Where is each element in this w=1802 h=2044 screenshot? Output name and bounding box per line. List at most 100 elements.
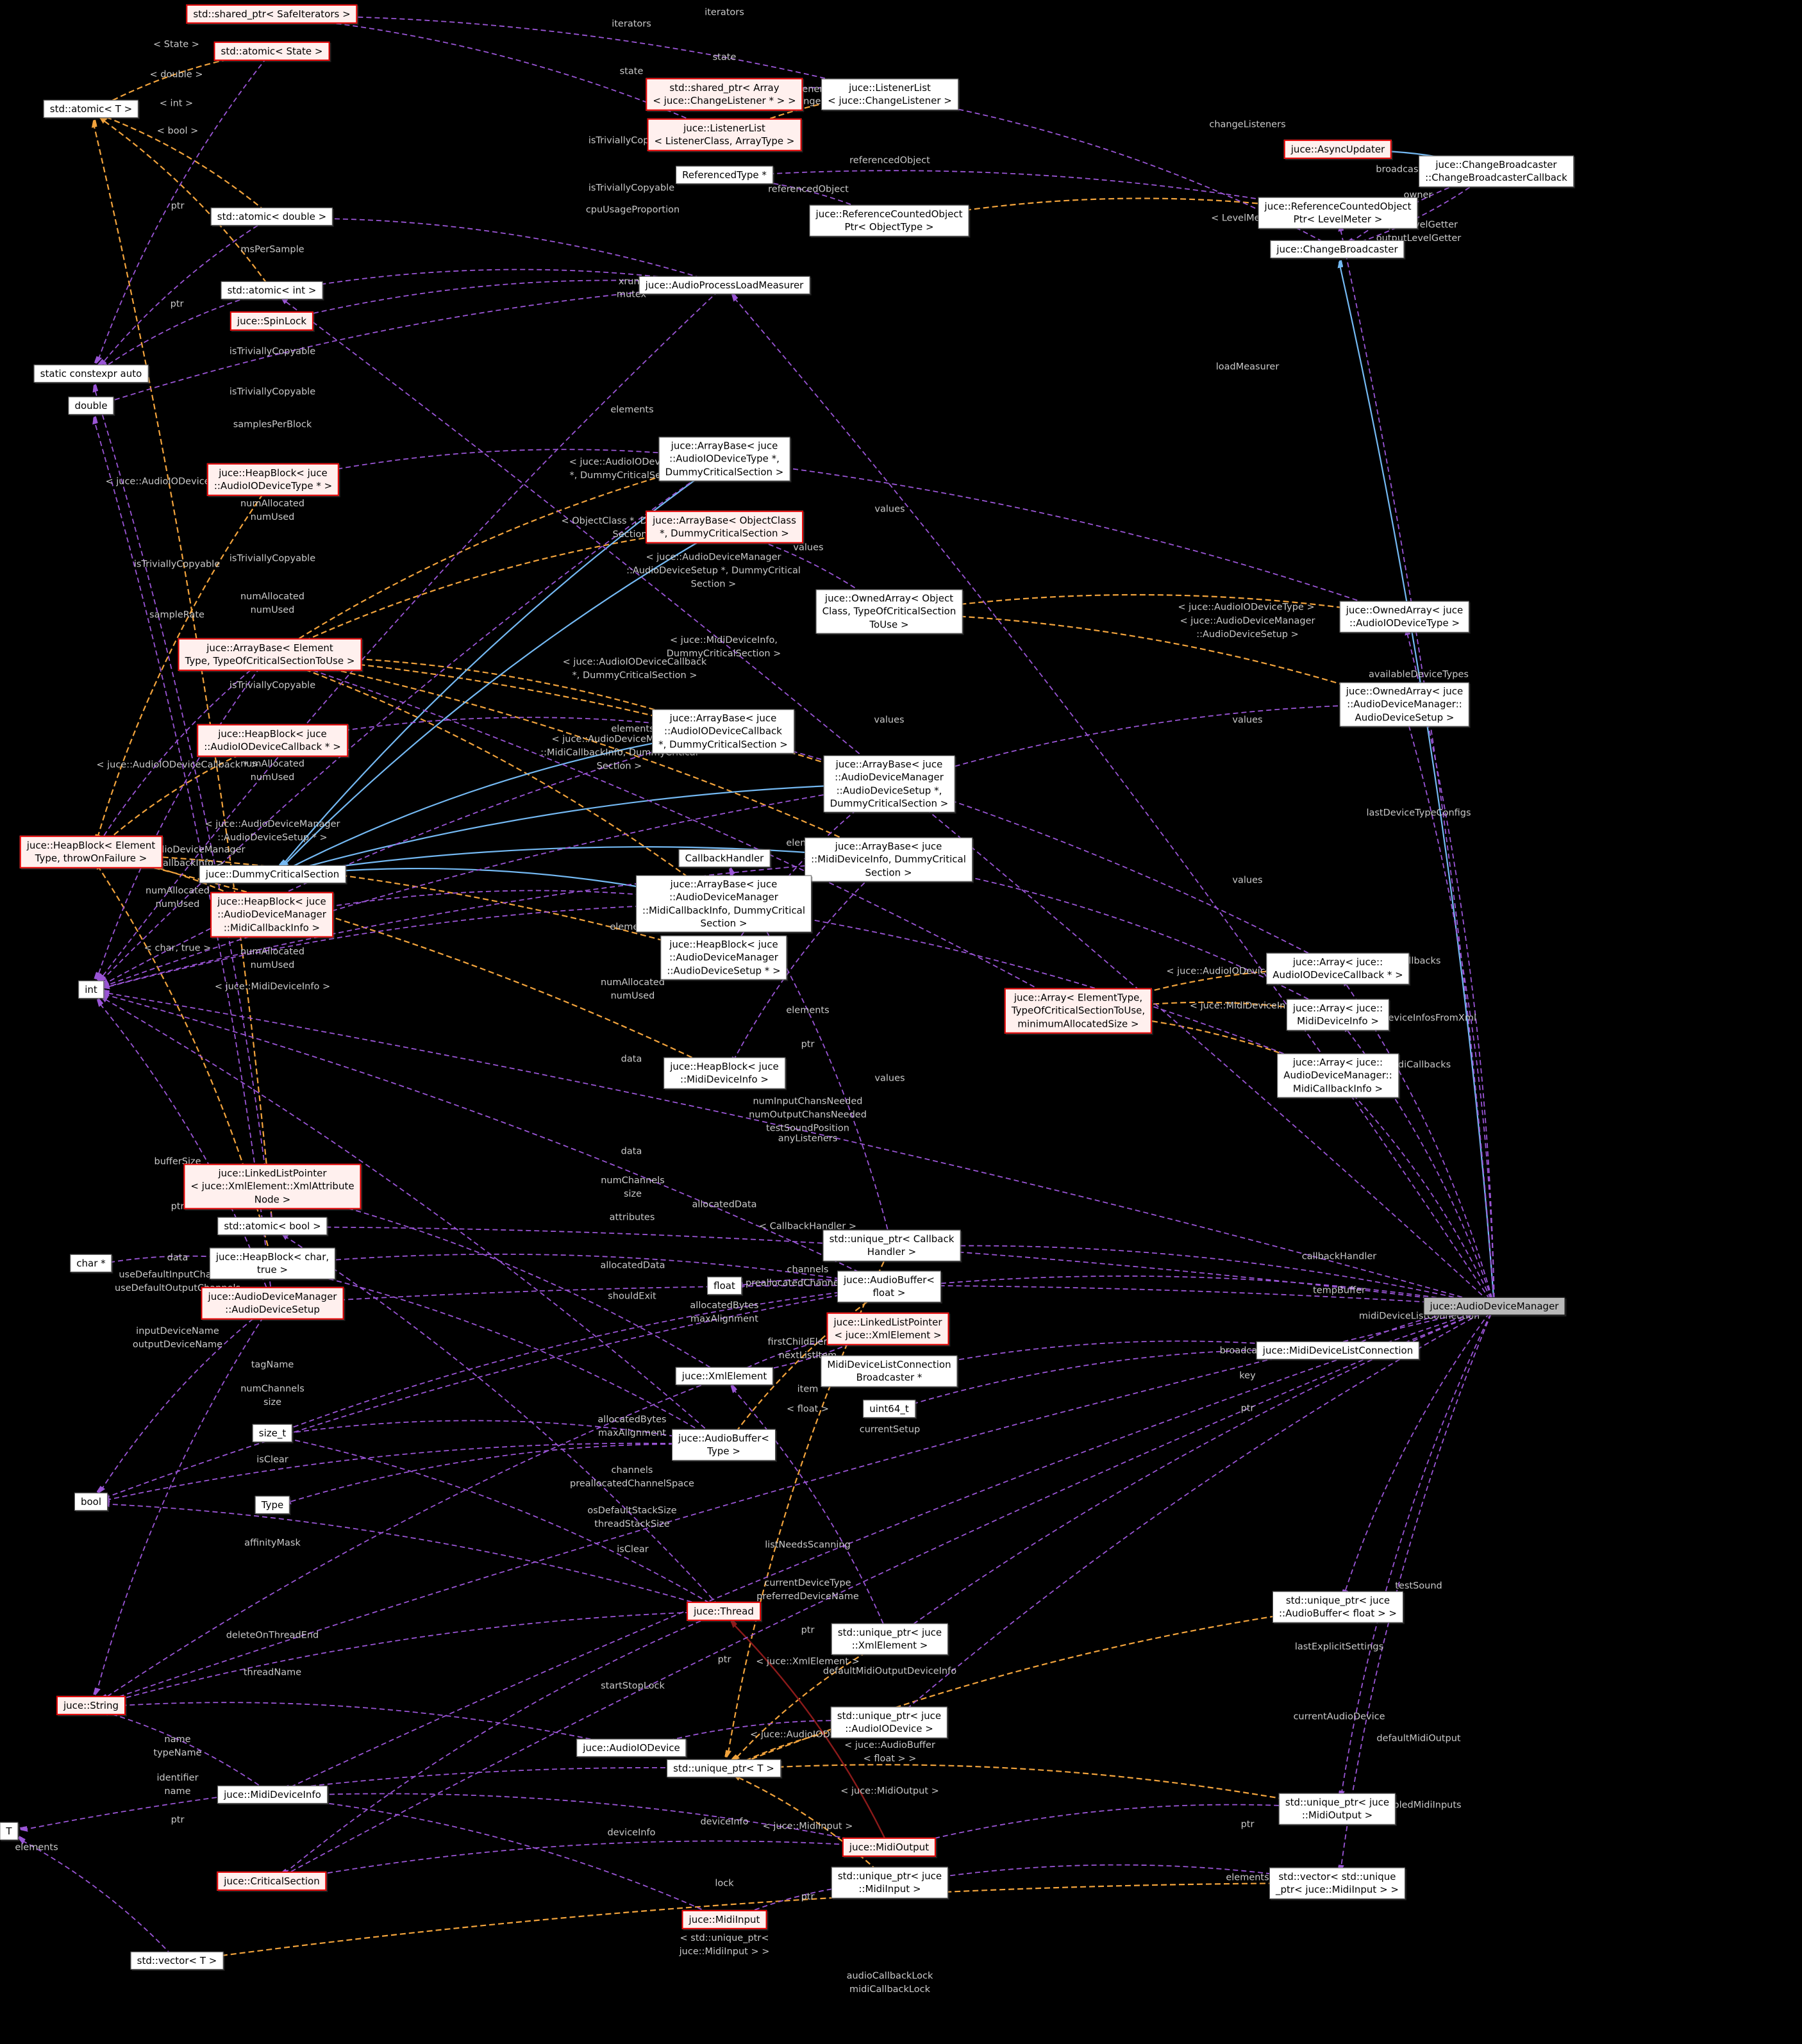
class-node[interactable]: juce::ArrayBase< juce ::AudioIODeviceCal… xyxy=(652,709,794,754)
class-node[interactable]: juce::AsyncUpdater xyxy=(1283,139,1392,160)
graph-edge xyxy=(104,859,889,988)
edge-label: elements xyxy=(611,724,655,735)
class-node[interactable]: juce::ArrayBase< Element Type, TypeOfCri… xyxy=(178,638,362,671)
class-node[interactable]: static constexpr auto xyxy=(33,364,149,383)
class-node[interactable]: juce::ReferenceCountedObject Ptr< Object… xyxy=(809,204,969,237)
graph-edge xyxy=(285,1798,725,1920)
class-node[interactable]: std::atomic< State > xyxy=(213,41,330,62)
class-node[interactable]: juce::LinkedListPointer < juce::XmlEleme… xyxy=(183,1163,362,1209)
edge-label: isTriviallyCopyable xyxy=(229,680,316,691)
class-node[interactable]: juce::SpinLock xyxy=(229,311,314,331)
class-node[interactable]: std::vector< T > xyxy=(130,1951,224,1970)
class-node[interactable]: juce::DummyCriticalSection xyxy=(199,865,346,884)
class-node[interactable]: juce::MidiOutput xyxy=(842,1837,937,1857)
edge-label: values xyxy=(874,1073,905,1084)
graph-edge xyxy=(100,118,272,291)
class-node[interactable]: juce::MidiDeviceListConnection xyxy=(1256,1341,1420,1360)
class-node[interactable]: juce::ArrayBase< juce ::AudioIODeviceTyp… xyxy=(658,436,790,481)
class-node[interactable]: std::unique_ptr< Callback Handler > xyxy=(822,1229,961,1261)
graph-edge xyxy=(1345,1086,1495,1307)
class-node[interactable]: juce::HeapBlock< juce ::MidiDeviceInfo > xyxy=(663,1057,785,1089)
class-node[interactable]: juce::ArrayBase< juce ::MidiDeviceInfo, … xyxy=(805,837,972,882)
class-node[interactable]: juce::OwnedArray< Object Class, TypeOfCr… xyxy=(815,589,963,634)
class-node[interactable]: juce::Array< juce:: AudioDeviceManager::… xyxy=(1277,1053,1399,1098)
class-node[interactable]: juce::Thread xyxy=(687,1601,761,1622)
graph-edge xyxy=(104,1702,632,1749)
graph-edge xyxy=(97,51,272,363)
class-node[interactable]: juce::ReferenceCountedObject Ptr< LevelM… xyxy=(1258,197,1418,229)
class-node[interactable]: juce::ArrayBase< juce ::AudioDeviceManag… xyxy=(635,875,812,933)
class-node[interactable]: juce::Array< juce:: MidiDeviceInfo > xyxy=(1286,999,1390,1031)
class-node[interactable]: juce::AudioProcessLoadMeasurer xyxy=(638,276,810,295)
class-node[interactable]: juce::HeapBlock< Element Type, throwOnFa… xyxy=(19,835,163,868)
edge-label: item xyxy=(797,1384,819,1395)
class-node[interactable]: T xyxy=(0,1822,19,1841)
edge-label: audioCallbackLock midiCallbackLock xyxy=(846,1970,933,1995)
edge-label: < State > xyxy=(153,39,199,50)
class-node[interactable]: uint64_t xyxy=(863,1399,915,1418)
class-node[interactable]: std::atomic< bool > xyxy=(217,1217,328,1236)
class-node[interactable]: size_t xyxy=(252,1424,293,1443)
class-node[interactable]: std::unique_ptr< juce ::AudioBuffer< flo… xyxy=(1272,1591,1403,1623)
edge-label: < juce::MidiDeviceInfo, DummyCriticalSec… xyxy=(666,635,781,659)
class-node[interactable]: ReferencedType * xyxy=(676,165,773,185)
class-node[interactable]: juce::HeapBlock< char, true > xyxy=(209,1247,336,1279)
class-node[interactable]: float xyxy=(707,1276,742,1295)
class-node[interactable]: juce::AudioDeviceManager ::AudioDeviceSe… xyxy=(201,1286,344,1320)
graph-edge xyxy=(103,1375,725,1700)
graph-edge xyxy=(902,614,1405,706)
class-node[interactable]: int xyxy=(78,980,104,999)
edge-label: elements xyxy=(15,1842,58,1853)
class-node[interactable]: juce::String xyxy=(56,1695,126,1716)
graph-edge xyxy=(285,846,889,874)
class-node[interactable]: juce::ListenerList < juce::ChangeListene… xyxy=(821,78,958,110)
class-node[interactable]: juce::HeapBlock< juce ::AudioIODeviceCal… xyxy=(197,724,348,757)
graph-edge xyxy=(737,1764,1338,1810)
class-node[interactable]: juce::CriticalSection xyxy=(217,1871,327,1891)
class-node[interactable]: bool xyxy=(74,1492,108,1511)
graph-edge xyxy=(728,1245,892,1756)
class-node[interactable]: juce::OwnedArray< juce ::AudioIODeviceTy… xyxy=(1339,601,1470,633)
class-node[interactable]: std::shared_ptr< Array < juce::ChangeLis… xyxy=(646,78,803,111)
class-node[interactable]: juce::Array< ElementType, TypeOfCritical… xyxy=(1004,988,1153,1034)
class-node[interactable]: MidiDeviceListConnection Broadcaster * xyxy=(821,1355,958,1387)
class-node[interactable]: juce::ChangeBroadcaster ::ChangeBroadcas… xyxy=(1419,155,1574,187)
class-node[interactable]: std::unique_ptr< juce ::MidiInput > xyxy=(831,1866,949,1899)
class-node[interactable]: juce::AudioBuffer< Type > xyxy=(672,1429,776,1461)
class-node[interactable]: juce::ListenerList < ListenerClass, Arra… xyxy=(647,118,802,151)
class-node[interactable]: juce::HeapBlock< juce ::AudioDeviceManag… xyxy=(210,892,333,938)
graph-edge xyxy=(93,122,274,1227)
graph-edge xyxy=(19,1839,178,1961)
edge-label: values xyxy=(793,542,824,553)
graph-edge xyxy=(732,859,889,1063)
class-node[interactable]: juce::ArrayBase< ObjectClass *, DummyCri… xyxy=(646,510,803,544)
class-node[interactable]: juce::Array< juce:: AudioIODeviceCallbac… xyxy=(1266,952,1410,985)
class-node[interactable]: juce::HeapBlock< juce ::AudioDeviceManag… xyxy=(660,935,787,980)
class-node[interactable]: std::unique_ptr< juce ::XmlElement > xyxy=(831,1623,949,1655)
class-node[interactable]: double xyxy=(68,396,114,415)
class-node[interactable]: std::atomic< double > xyxy=(210,207,333,226)
class-node[interactable]: std::atomic< T > xyxy=(43,99,139,119)
class-node[interactable]: juce::ArrayBase< juce ::AudioDeviceManag… xyxy=(823,755,955,813)
class-node[interactable]: std::unique_ptr< juce ::AudioIODevice > xyxy=(830,1706,948,1738)
edge-label: threadName xyxy=(243,1667,302,1678)
class-node[interactable]: juce::MidiDeviceInfo xyxy=(217,1785,328,1804)
class-node[interactable]: std::unique_ptr< juce ::MidiOutput > xyxy=(1278,1793,1396,1825)
class-node[interactable]: juce::OwnedArray< juce ::AudioDeviceMana… xyxy=(1339,682,1470,727)
edge-label: lastDeviceTypeConfigs xyxy=(1366,808,1471,818)
class-node[interactable]: juce::MidiInput xyxy=(681,1909,767,1930)
class-node[interactable]: juce::LinkedListPointer < juce::XmlEleme… xyxy=(826,1312,949,1345)
class-node[interactable]: Type xyxy=(254,1495,290,1515)
class-node[interactable]: std::atomic< int > xyxy=(221,281,323,300)
class-node[interactable]: CallbackHandler xyxy=(678,849,771,868)
class-node[interactable]: juce::HeapBlock< juce ::AudioIODeviceTyp… xyxy=(206,463,340,496)
class-node[interactable]: juce::AudioBuffer< float > xyxy=(837,1270,941,1302)
class-node[interactable]: char * xyxy=(70,1254,112,1273)
class-node[interactable]: juce::XmlElement xyxy=(675,1367,774,1386)
class-node[interactable]: juce::AudioIODevice xyxy=(576,1738,687,1757)
class-node[interactable]: std::shared_ptr< SafeIterators > xyxy=(186,4,358,24)
class-node[interactable]: std::unique_ptr< T > xyxy=(667,1759,781,1778)
edge-label: referencedObject xyxy=(768,184,849,195)
class-node[interactable]: juce::ChangeBroadcaster xyxy=(1270,240,1405,259)
class-node[interactable]: std::vector< std::unique _ptr< juce::Mid… xyxy=(1269,1867,1405,1899)
